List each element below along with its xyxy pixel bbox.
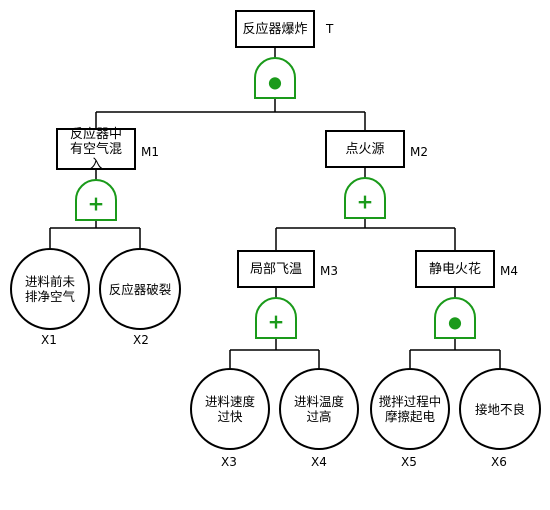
and-gate-icon (434, 297, 476, 339)
basic-event-x1: 进料前未排净空气 (10, 248, 90, 330)
intermediate-event-label: 反应器中有空气混入 (69, 126, 122, 172)
intermediate-event-m4: 静电火花 (415, 250, 495, 288)
intermediate-event-code: M2 (410, 145, 428, 159)
basic-event-x2: 反应器破裂 (99, 248, 181, 330)
or-gate-icon (344, 177, 386, 219)
intermediate-event-label: 点火源 (345, 141, 385, 157)
gate-symbol: ● (268, 72, 282, 91)
intermediate-event-code: M1 (141, 145, 159, 159)
basic-event-x5: 搅拌过程中摩擦起电 (370, 368, 450, 450)
basic-event-code: X3 (221, 455, 237, 469)
basic-event-code: X2 (133, 333, 149, 347)
gate-symbol: + (357, 189, 374, 213)
or-gate-icon (75, 179, 117, 221)
basic-event-label: 进料温度过高 (293, 394, 344, 424)
basic-event-code: X4 (311, 455, 327, 469)
and-gate-icon (254, 57, 296, 99)
intermediate-event-m1: 反应器中有空气混入 (56, 126, 136, 172)
top-event-box: 反应器爆炸 (235, 10, 315, 48)
intermediate-event-code: M3 (320, 264, 338, 278)
intermediate-event-code: M4 (500, 264, 518, 278)
intermediate-event-label: 静电火花 (428, 261, 481, 277)
basic-event-code: X5 (401, 455, 417, 469)
gate-symbol: + (88, 191, 105, 215)
basic-event-x4: 进料温度过高 (279, 368, 359, 450)
intermediate-event-m2: 点火源 (325, 130, 405, 168)
intermediate-event-m3: 局部飞温 (237, 250, 315, 288)
top-event-label: 反应器爆炸 (242, 21, 308, 37)
basic-event-x3: 进料速度过快 (190, 368, 270, 450)
gate-symbol: + (268, 309, 285, 333)
basic-event-code: X6 (491, 455, 507, 469)
basic-event-label: 进料前未排净空气 (24, 274, 75, 304)
top-event-code: T (326, 22, 334, 36)
gate-symbol: ● (448, 312, 462, 331)
basic-event-label: 接地不良 (474, 401, 525, 417)
or-gate-icon (255, 297, 297, 339)
basic-event-code: X1 (41, 333, 57, 347)
basic-event-label: 反应器破裂 (108, 281, 172, 297)
intermediate-event-label: 局部飞温 (249, 261, 302, 277)
basic-event-label: 搅拌过程中摩擦起电 (378, 394, 442, 424)
basic-event-x6: 接地不良 (459, 368, 541, 450)
basic-event-label: 进料速度过快 (204, 394, 255, 424)
